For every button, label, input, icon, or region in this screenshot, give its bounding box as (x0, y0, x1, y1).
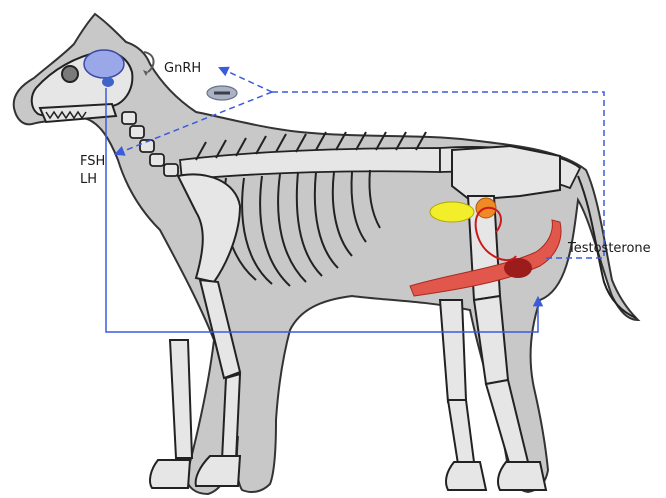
pituitary-gland (102, 77, 114, 87)
hypothalamus (84, 50, 124, 78)
testosterone-label: Testosterone (568, 241, 651, 256)
bladder (430, 202, 474, 222)
negative-feedback-symbol (207, 86, 237, 100)
fsh-label: FSH (80, 154, 105, 169)
lh-label: LH (80, 172, 97, 187)
gnrh-label: GnRH (164, 61, 201, 76)
pelvis (452, 146, 560, 200)
